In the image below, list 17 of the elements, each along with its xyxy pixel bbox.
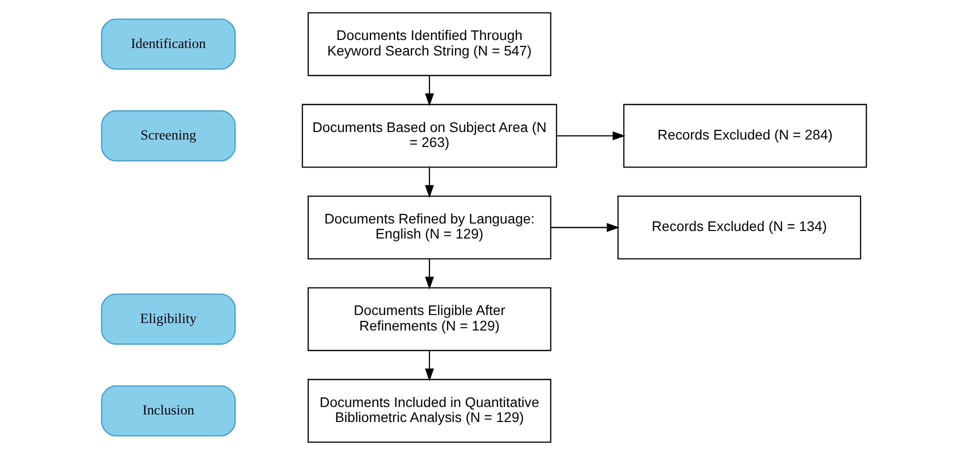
node-box: Eligibility — [101, 294, 236, 345]
node-box: Screening — [101, 110, 236, 162]
arrow — [424, 167, 434, 198]
node-box: Identification — [101, 18, 236, 70]
node-box: Documents Identified Through Keyword Search String (N = 547) — [308, 12, 552, 76]
node-box: Records Excluded (N = 134) — [617, 196, 862, 260]
arrow — [556, 131, 626, 140]
node-box: Documents Included in Quantitative Bibliometric Analysis (N = 129) — [308, 378, 552, 443]
arrow — [550, 223, 620, 232]
node-box: Documents Refined by Language: English (N = 129) — [308, 196, 552, 260]
node-box: Inclusion — [101, 385, 236, 436]
node-box: Records Excluded (N = 284) — [623, 104, 867, 168]
arrow — [424, 76, 434, 106]
node-box: Documents Eligible After Refinements (N = 129) — [308, 287, 552, 352]
arrow — [424, 258, 434, 290]
node-box: Documents Based on Subject Area (N = 263) — [302, 104, 558, 168]
arrow — [424, 350, 434, 382]
